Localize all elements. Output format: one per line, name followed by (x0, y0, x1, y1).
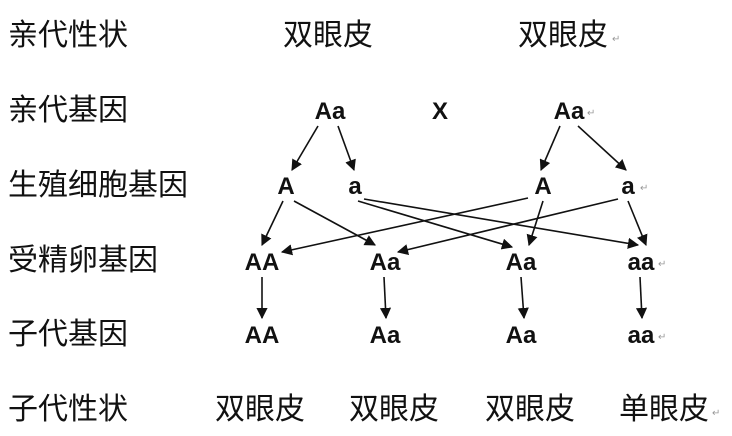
cross-symbol: X (431, 98, 449, 125)
row-label-parent-genes: 亲代基因 (8, 93, 128, 128)
offspring-genotype-2: Aa (369, 322, 401, 349)
parent-genotype-left: Aa (314, 98, 346, 125)
offspring-trait-1: 双眼皮 (215, 392, 305, 427)
offspring-genotype-1: AA (244, 322, 280, 349)
arrow-parent-left-to-a (337, 125, 356, 172)
gamete-4: a (621, 173, 635, 200)
gamete-2: a (348, 173, 362, 200)
edit-mark-icon: ↵ (658, 332, 667, 343)
arrow-A2-to-AA (280, 197, 529, 256)
arrow-zygote2-to-offspring2 (379, 276, 392, 320)
edit-mark-icon: ↵ (612, 34, 621, 45)
zygote-1: AA (244, 249, 280, 276)
row-label-parent-trait: 亲代性状 (8, 18, 128, 53)
parent-trait-left: 双眼皮 (283, 18, 373, 53)
gamete-3: A (534, 173, 552, 200)
arrow-a2-to-Aa2 (396, 198, 619, 256)
arrow-a2-to-aa (627, 200, 648, 247)
arrow-zygote3-to-offspring3 (517, 276, 529, 320)
offspring-trait-4: 单眼皮 (619, 392, 709, 427)
zygote-4: aa (627, 249, 655, 276)
offspring-genotype-4: aa (627, 322, 655, 349)
arrow-parent-right-to-A (539, 125, 561, 172)
parent-trait-right: 双眼皮 (518, 18, 608, 53)
arrow-A2-to-Aa3 (526, 200, 544, 247)
edit-mark-icon: ↵ (640, 183, 649, 194)
row-label-zygote-genes: 受精卵基因 (8, 243, 158, 278)
arrow-a1-to-aa (363, 198, 640, 249)
arrow-A1-to-AA (261, 200, 284, 247)
edit-mark-icon: ↵ (712, 408, 721, 419)
arrow-parent-right-to-a (577, 125, 627, 171)
gamete-1: A (277, 173, 295, 200)
row-label-offspring-trait: 子代性状 (8, 392, 128, 427)
zygote-2: Aa (369, 249, 401, 276)
offspring-trait-3: 双眼皮 (485, 392, 575, 427)
arrow-zygote4-to-offspring4 (635, 276, 648, 320)
arrow-a1-to-Aa3 (357, 200, 514, 250)
edit-mark-icon: ↵ (587, 108, 596, 119)
edit-mark-icon: ↵ (658, 259, 667, 270)
arrow-A1-to-Aa2 (293, 200, 376, 246)
row-label-gamete-genes: 生殖细胞基因 (8, 168, 188, 203)
parent-genotype-right: Aa (553, 98, 585, 125)
offspring-trait-2: 双眼皮 (349, 392, 439, 427)
zygote-3: Aa (505, 249, 537, 276)
row-label-offspring-genes: 子代基因 (8, 317, 128, 352)
arrow-parent-left-to-A (291, 125, 319, 171)
offspring-genotype-3: Aa (505, 322, 537, 349)
